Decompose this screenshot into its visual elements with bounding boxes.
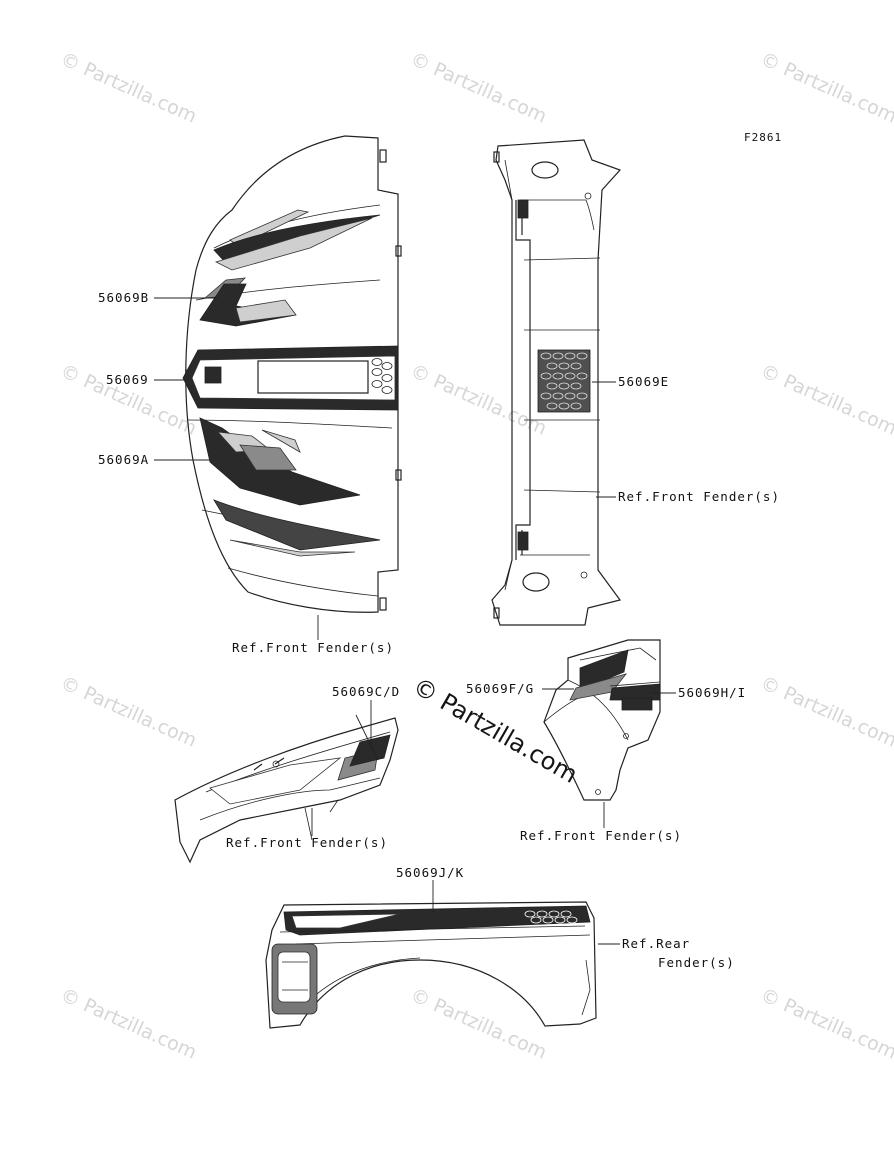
callout-56069: 56069 (106, 372, 149, 387)
callout-ref-rear-fender-line1: Ref.Rear (622, 936, 691, 951)
callout-56069b: 56069B (98, 290, 150, 305)
callout-56069cd: 56069C/D (332, 684, 401, 699)
callout-56069jk: 56069J/K (396, 865, 465, 880)
side-front-fender-left-part (174, 714, 399, 864)
callout-56069e: 56069E (618, 374, 670, 389)
callout-ref-front-fender: Ref.Front Fender(s) (618, 489, 780, 504)
callout-ref-front-fender: Ref.Front Fender(s) (520, 828, 682, 843)
leader-lines (154, 297, 676, 945)
callout-56069fg: 56069F/G (466, 681, 535, 696)
front-fender-panel-part (491, 139, 622, 626)
rear-fender-part (265, 901, 597, 1029)
callout-ref-front-fender: Ref.Front Fender(s) (232, 640, 394, 655)
callout-ref-front-fender: Ref.Front Fender(s) (226, 835, 388, 850)
figure-code: F2861 (744, 131, 783, 144)
callout-56069hi: 56069H/I (678, 685, 747, 700)
callout-ref-rear-fender-line2: Fender(s) (658, 955, 735, 970)
side-front-fender-right-part (543, 639, 661, 801)
callout-56069a: 56069A (98, 452, 150, 467)
front-hood-part (182, 135, 402, 613)
